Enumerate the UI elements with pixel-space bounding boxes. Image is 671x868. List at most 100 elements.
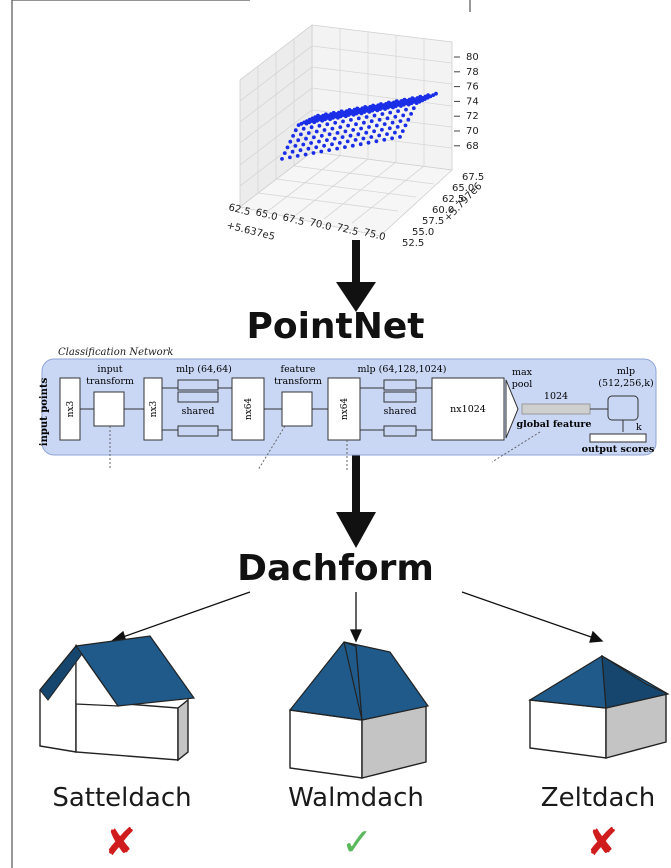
point	[325, 122, 330, 127]
point	[280, 157, 284, 161]
x-tick-label: 65.0	[254, 207, 278, 223]
point	[372, 129, 376, 134]
point	[305, 119, 309, 123]
x-tick-label: 72.5	[335, 222, 359, 238]
branch-arrows	[110, 591, 604, 643]
point	[282, 151, 287, 156]
point	[369, 135, 374, 139]
point	[317, 139, 321, 144]
point	[360, 106, 365, 111]
nx64-box-b	[327, 377, 361, 441]
shared-label-1: shared	[182, 406, 215, 417]
point	[317, 123, 322, 128]
point	[367, 125, 371, 129]
nx64-box-a	[231, 377, 265, 441]
nx3-label-b: nx3	[149, 400, 159, 417]
point	[411, 106, 416, 111]
point	[343, 129, 348, 134]
nx3-box-b	[143, 377, 163, 441]
point	[388, 110, 393, 115]
house-satteldach	[39, 635, 196, 762]
classification-network-diagram: Classification Network input points nx3 …	[39, 347, 657, 471]
point	[382, 137, 387, 142]
global-feature-bar	[521, 403, 591, 415]
point	[355, 106, 360, 111]
point	[319, 133, 324, 138]
point	[434, 91, 438, 96]
point	[369, 119, 374, 124]
point	[380, 127, 384, 132]
point	[362, 120, 366, 125]
mlp3-label-1: mlp	[617, 366, 635, 377]
dachform-label: Dachform	[237, 548, 434, 589]
x-offset-label: +5.637e5	[225, 220, 276, 243]
point	[354, 122, 358, 127]
point	[296, 138, 301, 143]
point	[410, 96, 415, 100]
y-tick-label: 62.5	[442, 194, 464, 205]
point	[356, 116, 361, 121]
point	[303, 152, 308, 157]
point	[316, 113, 320, 118]
point	[407, 97, 412, 102]
nx64-label-b: nx64	[340, 398, 350, 421]
point	[285, 145, 290, 150]
y-axis-ticks: 67.565.062.560.057.555.052.5	[402, 172, 484, 249]
point	[288, 139, 293, 144]
point	[332, 136, 337, 141]
mlp2-label: mlp (64,128,1024)	[358, 364, 447, 375]
point	[306, 146, 311, 151]
point	[288, 155, 292, 160]
arrow-down-1	[336, 240, 376, 312]
point	[350, 143, 355, 148]
point	[341, 119, 345, 124]
point	[330, 126, 335, 131]
roof-label-satteldach: Satteldach	[52, 783, 192, 813]
y-tick-label: 60.0	[432, 205, 454, 216]
point	[304, 136, 308, 141]
point	[390, 120, 395, 125]
point	[364, 115, 369, 119]
point	[404, 107, 408, 112]
point	[333, 120, 338, 125]
point	[313, 115, 318, 119]
point	[393, 130, 397, 135]
point	[339, 109, 344, 114]
roof-label-walmdach: Walmdach	[288, 783, 424, 813]
y-tick-label: 67.5	[462, 172, 484, 183]
point	[295, 154, 300, 158]
z-tick-label: 72	[466, 111, 479, 122]
z-tick-label: 70	[466, 126, 479, 137]
maxpool-label-1: max	[512, 367, 533, 378]
mlp1-label: mlp (64,64)	[176, 364, 232, 375]
point	[327, 148, 332, 153]
maxpool-shape	[505, 379, 519, 439]
point	[380, 112, 385, 116]
nx3-label-a: nx3	[66, 400, 76, 417]
point	[384, 102, 388, 106]
point	[406, 117, 411, 122]
point	[358, 142, 363, 147]
point	[401, 113, 406, 118]
mlp3-label-2: (512,256,k)	[598, 378, 653, 389]
shared-label-2: shared	[384, 406, 417, 417]
point	[393, 114, 398, 119]
z-tick-label: 68	[466, 141, 479, 152]
point	[431, 93, 436, 97]
point	[398, 135, 402, 139]
point	[335, 131, 340, 135]
point	[363, 105, 368, 109]
point	[309, 141, 313, 145]
nx64-label-a: nx64	[244, 398, 254, 421]
point	[337, 141, 342, 145]
cross-icon: ✘	[104, 820, 136, 864]
point	[353, 138, 358, 142]
point	[372, 113, 377, 118]
point	[340, 135, 345, 140]
point	[347, 108, 352, 112]
dim-1024-label: 1024	[544, 391, 568, 402]
input-transform-box	[93, 391, 125, 427]
